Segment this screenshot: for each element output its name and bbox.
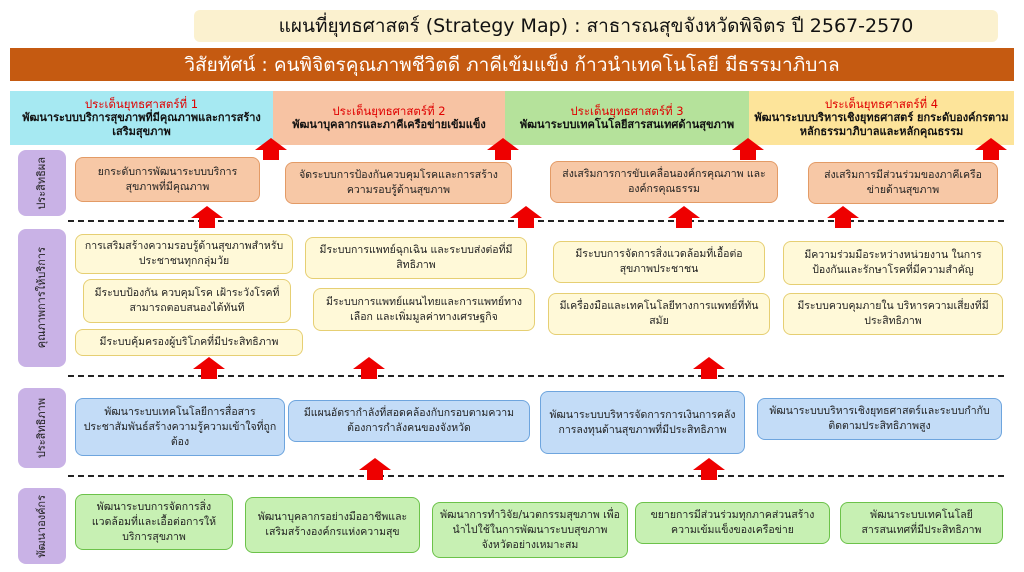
up-arrow-icon — [693, 357, 725, 379]
service-box: การเสริมสร้างความรอบรู้ด้านสุขภาพสำหรับป… — [75, 234, 293, 274]
perspective-effectiveness: ประสิทธิผล — [18, 150, 66, 216]
up-arrow-icon — [827, 206, 859, 228]
up-arrow-icon — [359, 458, 391, 480]
development-box: ขยายการมีส่วนร่วมทุกภาคส่วนสร้างความเข้ม… — [635, 502, 830, 544]
development-box: พัฒนาระบบการจัดการสิ่งแวดล้อมที่และเอื้อ… — [75, 494, 233, 550]
up-arrow-icon — [255, 138, 287, 160]
perspective-service-quality: คุณภาพการให้บริการ — [18, 229, 66, 367]
issue-description: พัฒนาระบบเทคโนโลยีสารสนเทศด้านสุขภาพ — [519, 118, 735, 131]
up-arrow-icon — [191, 206, 223, 228]
issue-heading: ประเด็นยุทธศาสตร์ที่ 1 — [84, 97, 199, 111]
up-arrow-icon — [353, 357, 385, 379]
service-box: มีระบบการแพทย์ฉุกเฉิน และระบบส่งต่อที่มี… — [305, 237, 527, 279]
service-box: มีเครื่องมือและเทคโนโลยีทางการแพทย์ที่ทั… — [548, 293, 770, 335]
up-arrow-icon — [510, 206, 542, 228]
issue-description: พัฒนาระบบบริหารเชิงยุทธศาสตร์ ยกระดับองค… — [754, 111, 1009, 138]
separator-line — [68, 375, 1004, 377]
efficiency-box: มีแผนอัตรากำลังที่สอดคล้องกับกรอบตามความ… — [288, 400, 530, 442]
efficiency-box: พัฒนาระบบเทคโนโลยีการสื่อสารประชาสัมพันธ… — [75, 398, 285, 456]
perspective-label: พัฒนาองค์กร — [35, 494, 48, 558]
service-box: มีระบบคุ้มครองผู้บริโภคที่มีประสิทธิภาพ — [75, 329, 303, 356]
perspective-efficiency: ประสิทธิภาพ — [18, 388, 66, 468]
up-arrow-icon — [193, 357, 225, 379]
service-box: มีระบบควบคุมภายใน บริหารความเสี่ยงที่มีป… — [783, 293, 1003, 335]
issue-description: พัฒนาระบบบริการสุขภาพที่มีคุณภาพและการสร… — [22, 111, 261, 138]
development-box: พัฒนาการทำวิจัย/นวตกรรมสุขภาพ เพื่อนำไปใ… — [432, 502, 628, 558]
separator-line — [68, 220, 1004, 222]
perspective-label: คุณภาพการให้บริการ — [35, 247, 48, 349]
up-arrow-icon — [975, 138, 1007, 160]
issue-heading: ประเด็นยุทธศาสตร์ที่ 4 — [824, 97, 939, 111]
efficiency-box: พัฒนาระบบบริหารจัดการการเงินการคลัง การล… — [540, 391, 745, 454]
issue-description: พัฒนาบุคลากรและภาคีเครือข่ายเข้มแข็ง — [292, 118, 486, 131]
effectiveness-box: จัดระบบการป้องกันควบคุมโรคและการสร้างควา… — [285, 162, 512, 204]
strategic-issue-2: ประเด็นยุทธศาสตร์ที่ 2 พัฒนาบุคลากรและภา… — [273, 91, 505, 145]
development-box: พัฒนาบุคลากรอย่างมืออาชีพและเสริมสร้างอง… — [245, 497, 420, 553]
service-box: มีความร่วมมือระหว่างหน่วยงาน ในการป้องกั… — [783, 241, 1003, 285]
up-arrow-icon — [487, 138, 519, 160]
strategic-issue-3: ประเด็นยุทธศาสตร์ที่ 3 พัฒนาระบบเทคโนโลย… — [505, 91, 749, 145]
up-arrow-icon — [732, 138, 764, 160]
effectiveness-box: ส่งเสริมการการขับเคลื่อนองค์กรคุณภาพ และ… — [550, 161, 778, 203]
separator-line — [68, 475, 1004, 477]
perspective-label: ประสิทธิภาพ — [35, 397, 48, 459]
effectiveness-box: ยกระดับการพัฒนาระบบบริการสุขภาพที่มีคุณภ… — [75, 157, 260, 202]
issue-heading: ประเด็นยุทธศาสตร์ที่ 3 — [570, 104, 684, 118]
strategic-issue-4: ประเด็นยุทธศาสตร์ที่ 4 พัฒนาระบบบริหารเช… — [749, 91, 1014, 145]
effectiveness-box: ส่งเสริมการมีส่วนร่วมของภาคีเครือข่ายด้า… — [808, 162, 998, 204]
strategic-issue-1: ประเด็นยุทธศาสตร์ที่ 1 พัฒนาระบบบริการสุ… — [10, 91, 273, 145]
perspective-label: ประสิทธิผล — [35, 156, 48, 210]
issue-heading: ประเด็นยุทธศาสตร์ที่ 2 — [332, 104, 446, 118]
perspective-development: พัฒนาองค์กร — [18, 488, 66, 564]
up-arrow-icon — [668, 206, 700, 228]
service-box: มีระบบป้องกัน ควบคุมโรค เฝ้าระวังโรคที่ส… — [83, 279, 291, 323]
service-box: มีระบบการแพทย์แผนไทยและการแพทย์ทางเลือก … — [313, 288, 535, 331]
vision-banner: วิสัยทัศน์ : คนพิจิตรคุณภาพชีวิตดี ภาคีเ… — [10, 48, 1014, 81]
service-box: มีระบบการจัดการสิ่งแวดล้อมที่เอื้อต่อสุข… — [553, 241, 765, 283]
efficiency-box: พัฒนาระบบบริหารเชิงยุทธศาสตร์และระบบกำกั… — [757, 398, 1002, 440]
development-box: พัฒนาระบบเทคโนโลยีสารสนเทศที่มีประสิทธิภ… — [840, 502, 1003, 544]
page-title: แผนที่ยุทธศาสตร์ (Strategy Map) : สาธารณ… — [194, 10, 998, 42]
up-arrow-icon — [693, 458, 725, 480]
